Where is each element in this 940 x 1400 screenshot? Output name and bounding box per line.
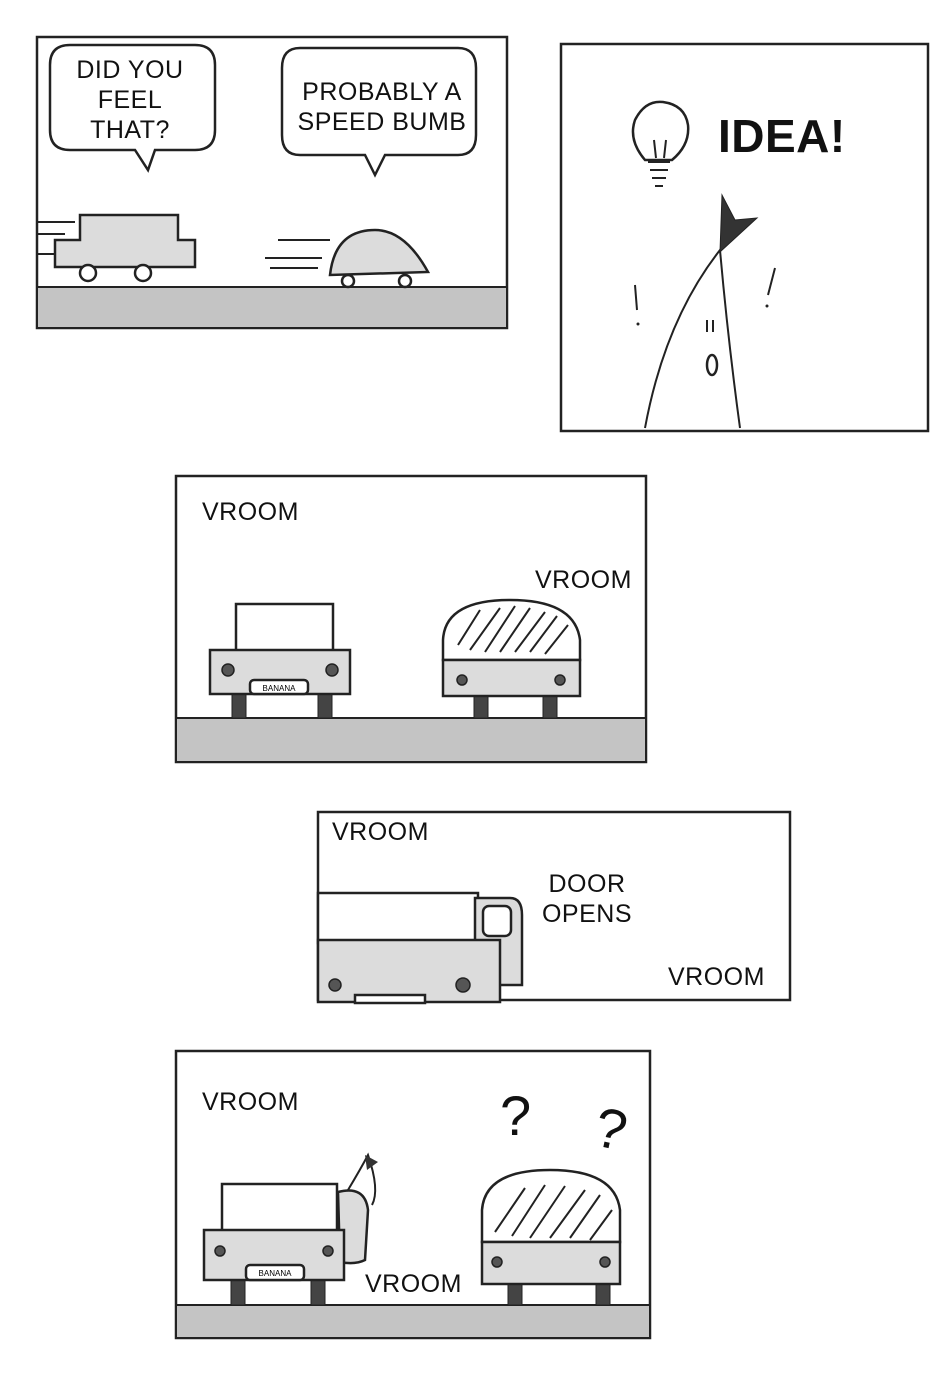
panel-5: VROOM VROOM ? ? BANANA [174, 1049, 652, 1340]
speech-text: THAT? [90, 116, 170, 144]
license-plate: BANANA [263, 684, 297, 693]
panel-4: VROOM DOOR OPENS VROOM [316, 810, 792, 1005]
speech-bubble-right [280, 46, 478, 178]
panel-3: VROOM VROOM BANANA [174, 474, 648, 764]
license-plate: BANANA [259, 1269, 293, 1278]
truck-side [316, 891, 524, 1005]
sfx-vroom: VROOM [332, 818, 429, 846]
speech-bubble-left [48, 43, 217, 173]
speech-text: FEEL [98, 86, 163, 114]
sfx-vroom: VROOM [202, 498, 299, 526]
door-opens-caption: OPENS [542, 900, 632, 928]
sfx-vroom: VROOM [535, 566, 632, 594]
panel-1: DID YOU FEEL THAT? PROBABLY A SPEED BUMB [35, 35, 509, 330]
small-car [265, 228, 431, 289]
speech-text: SPEED BUMB [298, 108, 467, 136]
truck [38, 213, 197, 283]
speech-text: PROBABLY A [302, 78, 462, 106]
speech-text: DID YOU [76, 56, 183, 84]
door-opens-caption: DOOR [549, 870, 626, 898]
question-mark: ? [500, 1084, 532, 1147]
banana-character [634, 193, 776, 429]
road [175, 1304, 651, 1339]
truck-rear: BANANA [208, 602, 352, 719]
road [36, 286, 508, 329]
small-car-rear [480, 1168, 622, 1306]
sfx-vroom: VROOM [365, 1270, 462, 1298]
road [175, 717, 647, 763]
sfx-vroom: VROOM [202, 1088, 299, 1116]
idea-caption: IDEA! [718, 110, 846, 162]
truck-rear: BANANA [202, 1152, 378, 1306]
sfx-vroom: VROOM [668, 963, 765, 991]
panel-2: IDEA! [559, 42, 930, 433]
lightbulb-icon [631, 100, 690, 187]
small-car-rear [441, 598, 582, 719]
